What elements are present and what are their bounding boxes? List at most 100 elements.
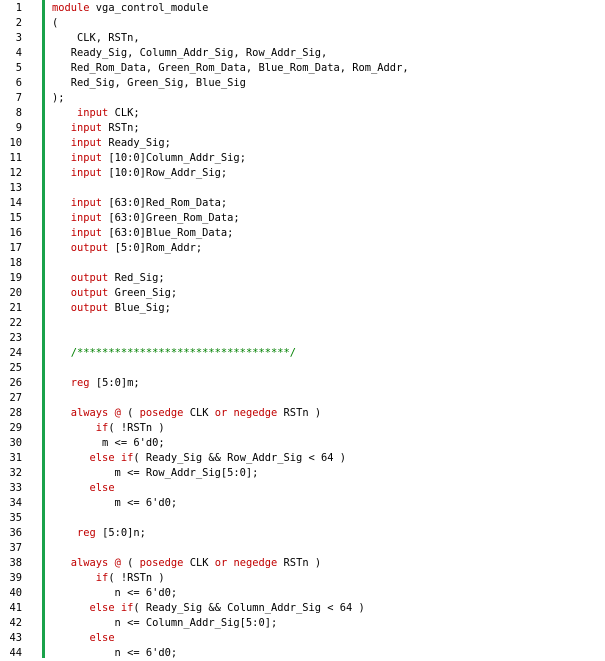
code-line[interactable]: 36 reg [5:0]n; — [0, 526, 605, 541]
code-line[interactable]: 20 output Green_Sig; — [0, 286, 605, 301]
code-line[interactable]: 11 input [10:0]Column_Addr_Sig; — [0, 151, 605, 166]
code-text[interactable]: ( — [52, 16, 58, 31]
code-text[interactable]: else if( Ready_Sig && Column_Addr_Sig < … — [52, 601, 365, 616]
line-number: 23 — [9, 332, 22, 344]
code-text[interactable]: input RSTn; — [52, 121, 140, 136]
code-line[interactable]: 44 n <= 6'd0; — [0, 646, 605, 661]
code-line[interactable]: 13 — [0, 181, 605, 196]
code-text[interactable]: else — [52, 631, 115, 646]
code-text[interactable]: output Green_Sig; — [52, 286, 177, 301]
code-text[interactable]: else — [52, 481, 115, 496]
code-line[interactable]: 21 output Blue_Sig; — [0, 301, 605, 316]
text-token: ( !RSTn ) — [108, 422, 165, 434]
code-line[interactable]: 38 always @ ( posedge CLK or negedge RST… — [0, 556, 605, 571]
text-token — [52, 347, 71, 359]
keyword-token: input — [70, 122, 103, 134]
code-text[interactable]: input CLK; — [52, 106, 140, 121]
code-line[interactable]: 32 m <= Row_Addr_Sig[5:0]; — [0, 466, 605, 481]
code-text[interactable]: input [63:0]Red_Rom_Data; — [52, 196, 227, 211]
code-text[interactable]: always @ ( posedge CLK or negedge RSTn ) — [52, 556, 321, 571]
code-line[interactable]: 41 else if( Ready_Sig && Column_Addr_Sig… — [0, 601, 605, 616]
code-line[interactable]: 6 Red_Sig, Green_Sig, Blue_Sig — [0, 76, 605, 91]
code-text[interactable]: input [63:0]Green_Rom_Data; — [52, 211, 240, 226]
code-text[interactable]: m <= 6'd0; — [52, 496, 178, 511]
code-text[interactable]: output Red_Sig; — [52, 271, 165, 286]
text-token: [63:0]Green_Rom_Data; — [102, 212, 240, 224]
code-line[interactable]: 8 input CLK; — [0, 106, 605, 121]
code-text[interactable]: m <= 6'd0; — [52, 436, 165, 451]
text-token: ( Ready_Sig && Column_Addr_Sig < 64 ) — [133, 602, 365, 614]
code-line[interactable]: 29 if( !RSTn ) — [0, 421, 605, 436]
code-line[interactable]: 26 reg [5:0]m; — [0, 376, 605, 391]
code-text[interactable]: n <= 6'd0; — [52, 646, 178, 661]
code-line[interactable]: 4 Ready_Sig, Column_Addr_Sig, Row_Addr_S… — [0, 46, 605, 61]
line-number: 36 — [9, 527, 22, 539]
code-text[interactable]: Red_Sig, Green_Sig, Blue_Sig — [52, 76, 246, 91]
code-text[interactable]: input [63:0]Blue_Rom_Data; — [52, 226, 234, 241]
code-line[interactable]: 34 m <= 6'd0; — [0, 496, 605, 511]
code-text[interactable]: if( !RSTn ) — [52, 571, 165, 586]
keyword-token: input — [70, 137, 103, 149]
code-line[interactable]: 28 always @ ( posedge CLK or negedge RST… — [0, 406, 605, 421]
code-text[interactable]: reg [5:0]n; — [52, 526, 146, 541]
code-line[interactable]: 10 input Ready_Sig; — [0, 136, 605, 151]
code-line[interactable]: 19 output Red_Sig; — [0, 271, 605, 286]
code-line[interactable]: 18 — [0, 256, 605, 271]
code-line[interactable]: 14 input [63:0]Red_Rom_Data; — [0, 196, 605, 211]
code-line[interactable]: 23 — [0, 331, 605, 346]
text-token — [52, 107, 77, 119]
code-line[interactable]: 39 if( !RSTn ) — [0, 571, 605, 586]
code-text[interactable]: m <= Row_Addr_Sig[5:0]; — [52, 466, 259, 481]
code-text[interactable]: output [5:0]Rom_Addr; — [52, 241, 202, 256]
code-text[interactable]: Ready_Sig, Column_Addr_Sig, Row_Addr_Sig… — [52, 46, 328, 61]
code-line[interactable]: 7); — [0, 91, 605, 106]
code-text[interactable]: n <= 6'd0; — [52, 586, 178, 601]
code-line[interactable]: 30 m <= 6'd0; — [0, 436, 605, 451]
code-line[interactable]: 31 else if( Ready_Sig && Row_Addr_Sig < … — [0, 451, 605, 466]
keyword-token: or — [214, 557, 228, 569]
code-text[interactable]: module vga_control_module — [52, 1, 208, 16]
code-text[interactable]: input [10:0]Column_Addr_Sig; — [52, 151, 246, 166]
code-line[interactable]: 25 — [0, 361, 605, 376]
code-line[interactable]: 15 input [63:0]Green_Rom_Data; — [0, 211, 605, 226]
code-line[interactable]: 22 — [0, 316, 605, 331]
keyword-token: negedge — [233, 557, 278, 569]
code-text[interactable]: if( !RSTn ) — [52, 421, 165, 436]
text-token — [52, 302, 71, 314]
code-line[interactable]: 42 n <= Column_Addr_Sig[5:0]; — [0, 616, 605, 631]
line-number: 37 — [9, 542, 22, 554]
code-text[interactable]: Red_Rom_Data, Green_Rom_Data, Blue_Rom_D… — [52, 61, 409, 76]
code-line[interactable]: 17 output [5:0]Rom_Addr; — [0, 241, 605, 256]
code-line[interactable]: 37 — [0, 541, 605, 556]
code-line[interactable]: 2( — [0, 16, 605, 31]
code-text[interactable]: ); — [52, 91, 65, 106]
keyword-token: module — [52, 2, 90, 14]
code-text[interactable]: else if( Ready_Sig && Row_Addr_Sig < 64 … — [52, 451, 347, 466]
code-text[interactable]: input Ready_Sig; — [52, 136, 171, 151]
code-text[interactable]: output Blue_Sig; — [52, 301, 171, 316]
code-line[interactable]: 12 input [10:0]Row_Addr_Sig; — [0, 166, 605, 181]
code-line[interactable]: 9 input RSTn; — [0, 121, 605, 136]
line-number: 35 — [9, 512, 22, 524]
code-text[interactable]: reg [5:0]m; — [52, 376, 140, 391]
code-line[interactable]: 24 /**********************************/ — [0, 346, 605, 361]
code-line[interactable]: 33 else — [0, 481, 605, 496]
code-line[interactable]: 5 Red_Rom_Data, Green_Rom_Data, Blue_Rom… — [0, 61, 605, 76]
code-line[interactable]: 16 input [63:0]Blue_Rom_Data; — [0, 226, 605, 241]
code-text[interactable]: always @ ( posedge CLK or negedge RSTn ) — [52, 406, 321, 421]
code-text[interactable]: CLK, RSTn, — [52, 31, 140, 46]
code-line[interactable]: 3 CLK, RSTn, — [0, 31, 605, 46]
line-number: 22 — [9, 317, 22, 329]
code-text[interactable]: n <= Column_Addr_Sig[5:0]; — [52, 616, 278, 631]
code-line[interactable]: 43 else — [0, 631, 605, 646]
code-line[interactable]: 35 — [0, 511, 605, 526]
code-text[interactable]: input [10:0]Row_Addr_Sig; — [52, 166, 227, 181]
line-number: 16 — [9, 227, 22, 239]
keyword-token: posedge — [139, 407, 184, 419]
code-text[interactable]: /**********************************/ — [52, 346, 296, 361]
line-number: 8 — [15, 107, 22, 119]
code-line[interactable]: 27 — [0, 391, 605, 406]
code-line[interactable]: 40 n <= 6'd0; — [0, 586, 605, 601]
